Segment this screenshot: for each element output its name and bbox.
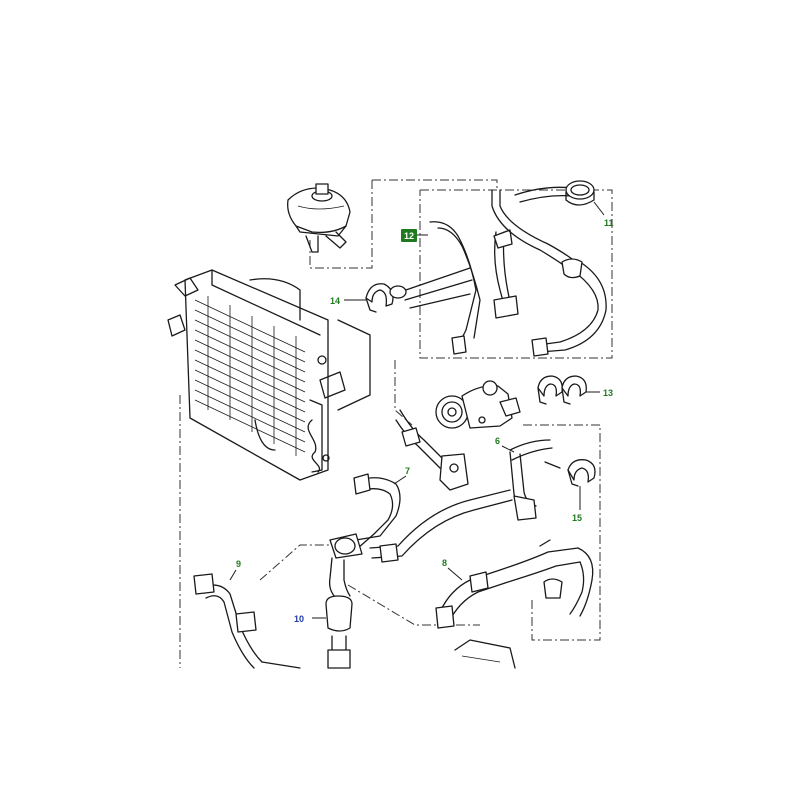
hose-9 [193, 573, 301, 669]
group-boundaries [179, 179, 613, 668]
hose-8 [435, 539, 594, 629]
lower-hose-boundary [347, 584, 480, 626]
callout-12[interactable]: 12 [404, 231, 414, 241]
callout-11[interactable]: 11 [604, 218, 614, 228]
callout-14[interactable]: 14 [330, 296, 340, 306]
radiator-core [194, 296, 306, 456]
callout-13[interactable]: 13 [603, 388, 613, 398]
upper-hose-group [399, 186, 607, 357]
reservoir-boundary [372, 179, 498, 190]
callout-8[interactable]: 8 [442, 558, 447, 568]
hose-6 [509, 439, 561, 521]
thermostat-pipe [395, 409, 469, 491]
hose-group-boundary [419, 189, 613, 359]
hose-clamps-13 [537, 375, 587, 405]
hose-clamp-14 [365, 283, 407, 313]
callout-10[interactable]: 10 [294, 614, 304, 624]
lower-right-boundary [523, 424, 601, 641]
engine-fragment [454, 639, 516, 669]
callout-15[interactable]: 15 [572, 513, 582, 523]
bypass-pipe [369, 489, 513, 563]
hose-7 [329, 473, 401, 559]
remote-thermostat-10 [325, 557, 353, 669]
reservoir-boundary-left [309, 180, 373, 269]
water-pump [435, 380, 521, 429]
radiator-assembly [167, 269, 371, 481]
hose-clamp-15 [567, 459, 596, 487]
pipe-boundary [259, 544, 330, 581]
expansion-reservoir [287, 183, 351, 253]
callout-9[interactable]: 9 [236, 559, 241, 569]
callout-6[interactable]: 6 [495, 436, 500, 446]
hose-clamp-11 [565, 180, 595, 206]
selected-part-marker[interactable]: 12 [401, 229, 428, 242]
callout-7[interactable]: 7 [405, 466, 410, 476]
callout-labels: 11 14 13 6 15 7 9 10 8 [229, 201, 614, 624]
